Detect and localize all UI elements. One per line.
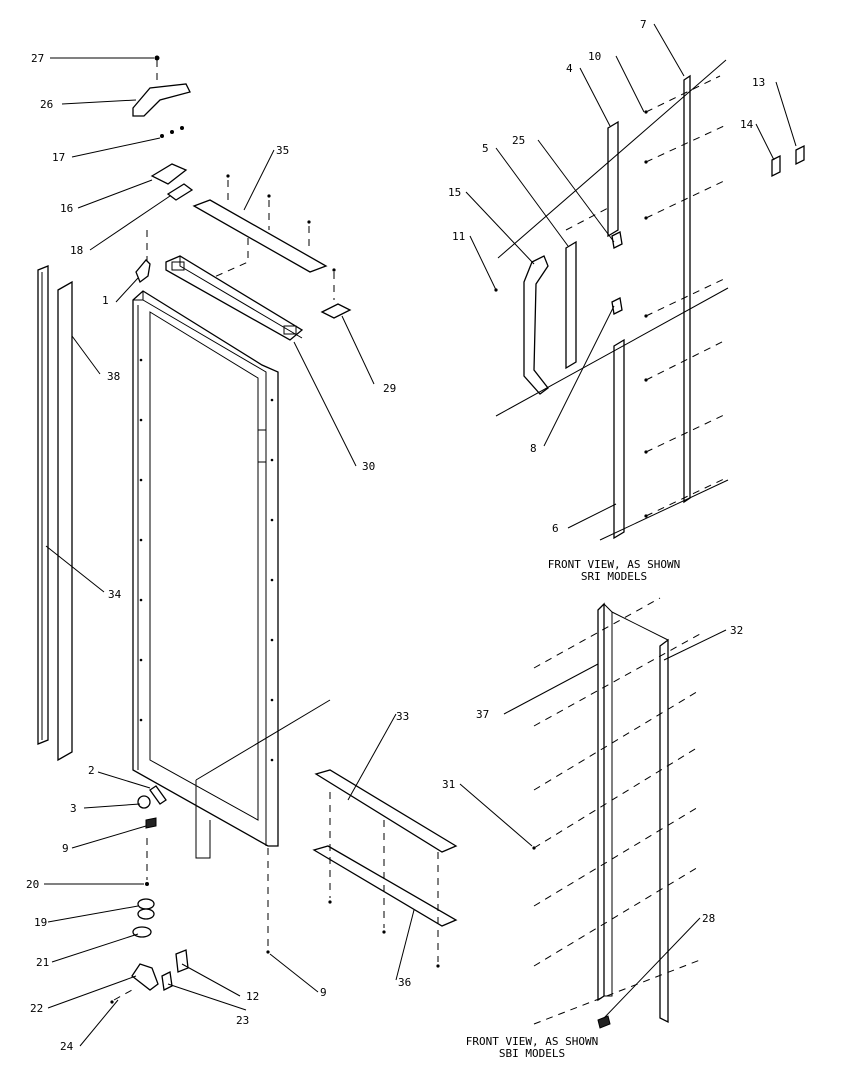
trim-strip-lower	[613, 338, 625, 540]
callout-15: 15	[448, 186, 461, 199]
callout-20: 20	[26, 878, 39, 891]
callout-9a: 9	[62, 842, 69, 855]
door-panel	[132, 290, 279, 847]
callout-11: 11	[452, 230, 465, 243]
callout-18: 18	[70, 244, 83, 257]
bottom-hinge	[131, 963, 159, 991]
callout-8: 8	[530, 442, 537, 455]
callout-2: 2	[88, 764, 95, 777]
callout-16: 16	[60, 202, 73, 215]
callout-24: 24	[60, 1040, 74, 1053]
door-assembly	[37, 55, 458, 1004]
sri-caption-line1: FRONT VIEW, AS SHOWN	[548, 558, 680, 571]
callout-6: 6	[552, 522, 559, 535]
sbi-side-panel	[659, 638, 669, 1024]
top-hinge	[150, 163, 188, 185]
callout-30: 30	[362, 460, 375, 473]
handle	[523, 255, 549, 395]
top-bracket	[192, 199, 328, 273]
door-gasket	[37, 265, 49, 745]
callout-25: 25	[512, 134, 525, 147]
callout-27: 27	[31, 52, 44, 65]
callout-17: 17	[52, 151, 65, 164]
sbi-trim-strip	[597, 602, 605, 1002]
callout-36: 36	[398, 976, 411, 989]
callout-labels: 27 26 17 16 18 35 1 38 29 30 34 2 3 9 33…	[26, 18, 765, 1053]
callout-19: 19	[34, 916, 47, 929]
sbi-caption-line2: SBI MODELS	[499, 1047, 565, 1060]
callout-14: 14	[740, 118, 754, 131]
callout-21: 21	[36, 956, 49, 969]
callout-33: 33	[396, 710, 409, 723]
sri-caption-line2: SRI MODELS	[581, 570, 647, 583]
clip-14	[771, 154, 781, 178]
clip-13	[795, 144, 805, 166]
callout-5: 5	[482, 142, 489, 155]
breaker-strip	[57, 280, 73, 762]
callout-37: 37	[476, 708, 489, 721]
door-screw-holes	[139, 358, 274, 762]
callout-28: 28	[702, 912, 715, 925]
callout-23: 23	[236, 1014, 249, 1027]
callout-4: 4	[566, 62, 573, 75]
callout-10: 10	[588, 50, 601, 63]
bottom-bracket-lower	[312, 845, 458, 927]
hinge-cover	[132, 83, 191, 117]
callout-38: 38	[107, 370, 120, 383]
callout-12: 12	[246, 990, 259, 1003]
captions: FRONT VIEW, AS SHOWN SRI MODELS FRONT VI…	[466, 558, 680, 1060]
sbi-caption-line1: FRONT VIEW, AS SHOWN	[466, 1035, 598, 1048]
callout-32: 32	[730, 624, 743, 637]
callout-leaders	[44, 23, 797, 1047]
callout-26: 26	[40, 98, 53, 111]
sbi-trim-assembly	[532, 597, 701, 1029]
bottom-bracket-upper	[314, 769, 458, 853]
bottom-hinge-bracket	[149, 785, 167, 805]
callout-7: 7	[640, 18, 647, 31]
callout-29: 29	[383, 382, 396, 395]
hinge-shim	[166, 183, 194, 201]
callout-9b: 9	[320, 986, 327, 999]
door-latch	[320, 303, 352, 319]
handle-bracket	[565, 240, 577, 370]
callout-34: 34	[108, 588, 122, 601]
hinge-pin-bushing	[135, 259, 151, 284]
callout-35: 35	[276, 144, 289, 157]
trim-strip-upper	[607, 120, 619, 238]
callout-3: 3	[70, 802, 77, 815]
callout-1: 1	[102, 294, 109, 307]
callout-22: 22	[30, 1002, 43, 1015]
trim-strip-long	[683, 74, 691, 504]
callout-31: 31	[442, 778, 455, 791]
sri-handle-assembly	[494, 59, 805, 541]
callout-13: 13	[752, 76, 765, 89]
